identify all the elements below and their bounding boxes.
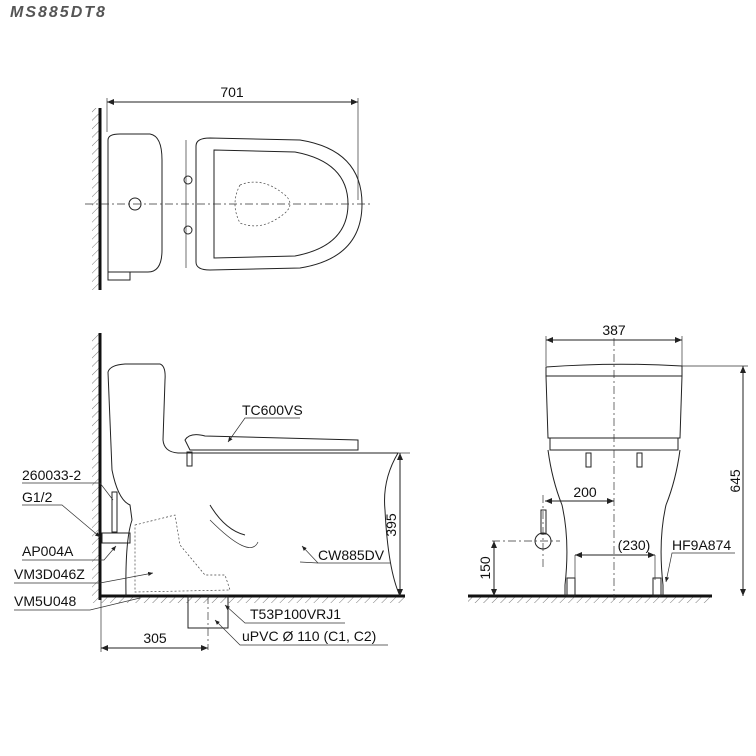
label-gasket: VM5U048 [14, 593, 76, 609]
front-width-dim: 387 [602, 322, 626, 338]
seat-profile [184, 434, 359, 451]
supply-hose [111, 491, 118, 533]
label-drain: T53P100VRJ1 [250, 606, 341, 622]
stop-valve [101, 532, 131, 544]
top-width-dim: 701 [220, 84, 244, 100]
side-view: 395 305 TC600VS 260033-2 G1/2 AP004A VM3… [14, 333, 410, 652]
supply-offset-dim: 200 [573, 484, 597, 500]
label-flange: VM3D046Z [14, 566, 85, 582]
top-view: 701 [85, 84, 372, 290]
label-bolt: HF9A874 [672, 537, 731, 553]
bolt-spacing-dim: (230) [618, 537, 651, 553]
trapway [134, 514, 231, 593]
label-seat: TC600VS [242, 402, 303, 418]
tank-lid [545, 363, 683, 377]
wall-hatch [92, 108, 100, 290]
label-supply-hose: 260033-2 [22, 467, 81, 483]
front-view: 387 645 200 150 (230) HF9A874 [468, 322, 748, 603]
wall-hatch [92, 333, 100, 603]
rough-in-dim: 305 [143, 630, 167, 646]
label-body: CW885DV [318, 547, 385, 563]
side-height-dim: 395 [383, 513, 399, 537]
label-thread: G1/2 [22, 489, 53, 505]
bowl-opening [234, 181, 291, 227]
front-height-dim: 645 [727, 469, 743, 493]
model-title: MS885DT8 [10, 4, 107, 21]
label-stop-valve: AP004A [22, 543, 74, 559]
tank-outline [107, 133, 163, 273]
label-pipe: uPVC Ø 110 (C1, C2) [242, 628, 376, 644]
supply-height-dim: 150 [477, 556, 493, 580]
toilet-body-outline [107, 363, 401, 597]
